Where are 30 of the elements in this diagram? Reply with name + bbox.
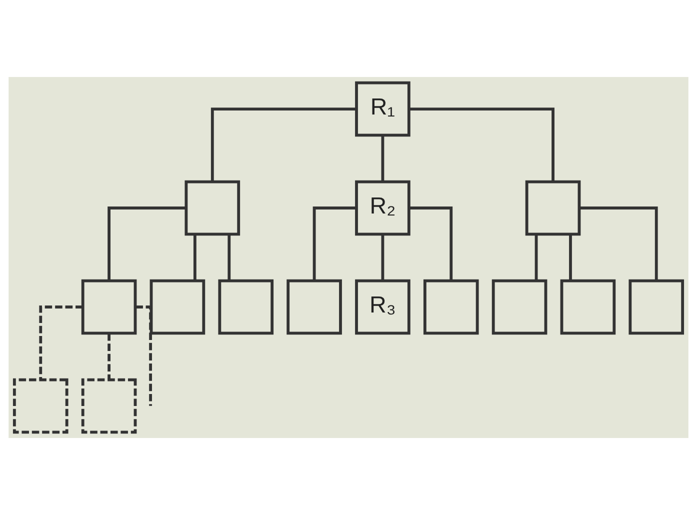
- connector: [408, 108, 554, 182]
- node-box: [218, 279, 274, 335]
- connector: [534, 234, 538, 280]
- connector: [569, 234, 572, 280]
- node-box: [525, 180, 581, 236]
- connector: [39, 306, 83, 380]
- node-box: [628, 279, 684, 335]
- node-box: [12, 378, 68, 434]
- connector: [193, 234, 196, 280]
- node-box: [492, 279, 548, 335]
- node-box: [423, 279, 479, 335]
- connector: [108, 334, 110, 380]
- connector: [580, 206, 658, 280]
- node-box: R₁: [355, 81, 410, 137]
- node-box: [560, 279, 616, 335]
- connector: [381, 136, 384, 182]
- connector: [136, 306, 152, 406]
- node-box: [286, 279, 342, 335]
- node-box: [150, 279, 206, 335]
- node-box: [81, 279, 137, 335]
- node-box: [184, 180, 240, 236]
- node-box: [81, 378, 137, 434]
- connector: [210, 108, 356, 182]
- node-box: R₂: [355, 180, 410, 236]
- connector: [108, 206, 186, 280]
- connector: [408, 206, 453, 280]
- node-box: R₃: [355, 279, 410, 335]
- connector: [228, 234, 231, 280]
- connector: [312, 206, 356, 280]
- connector: [381, 234, 384, 280]
